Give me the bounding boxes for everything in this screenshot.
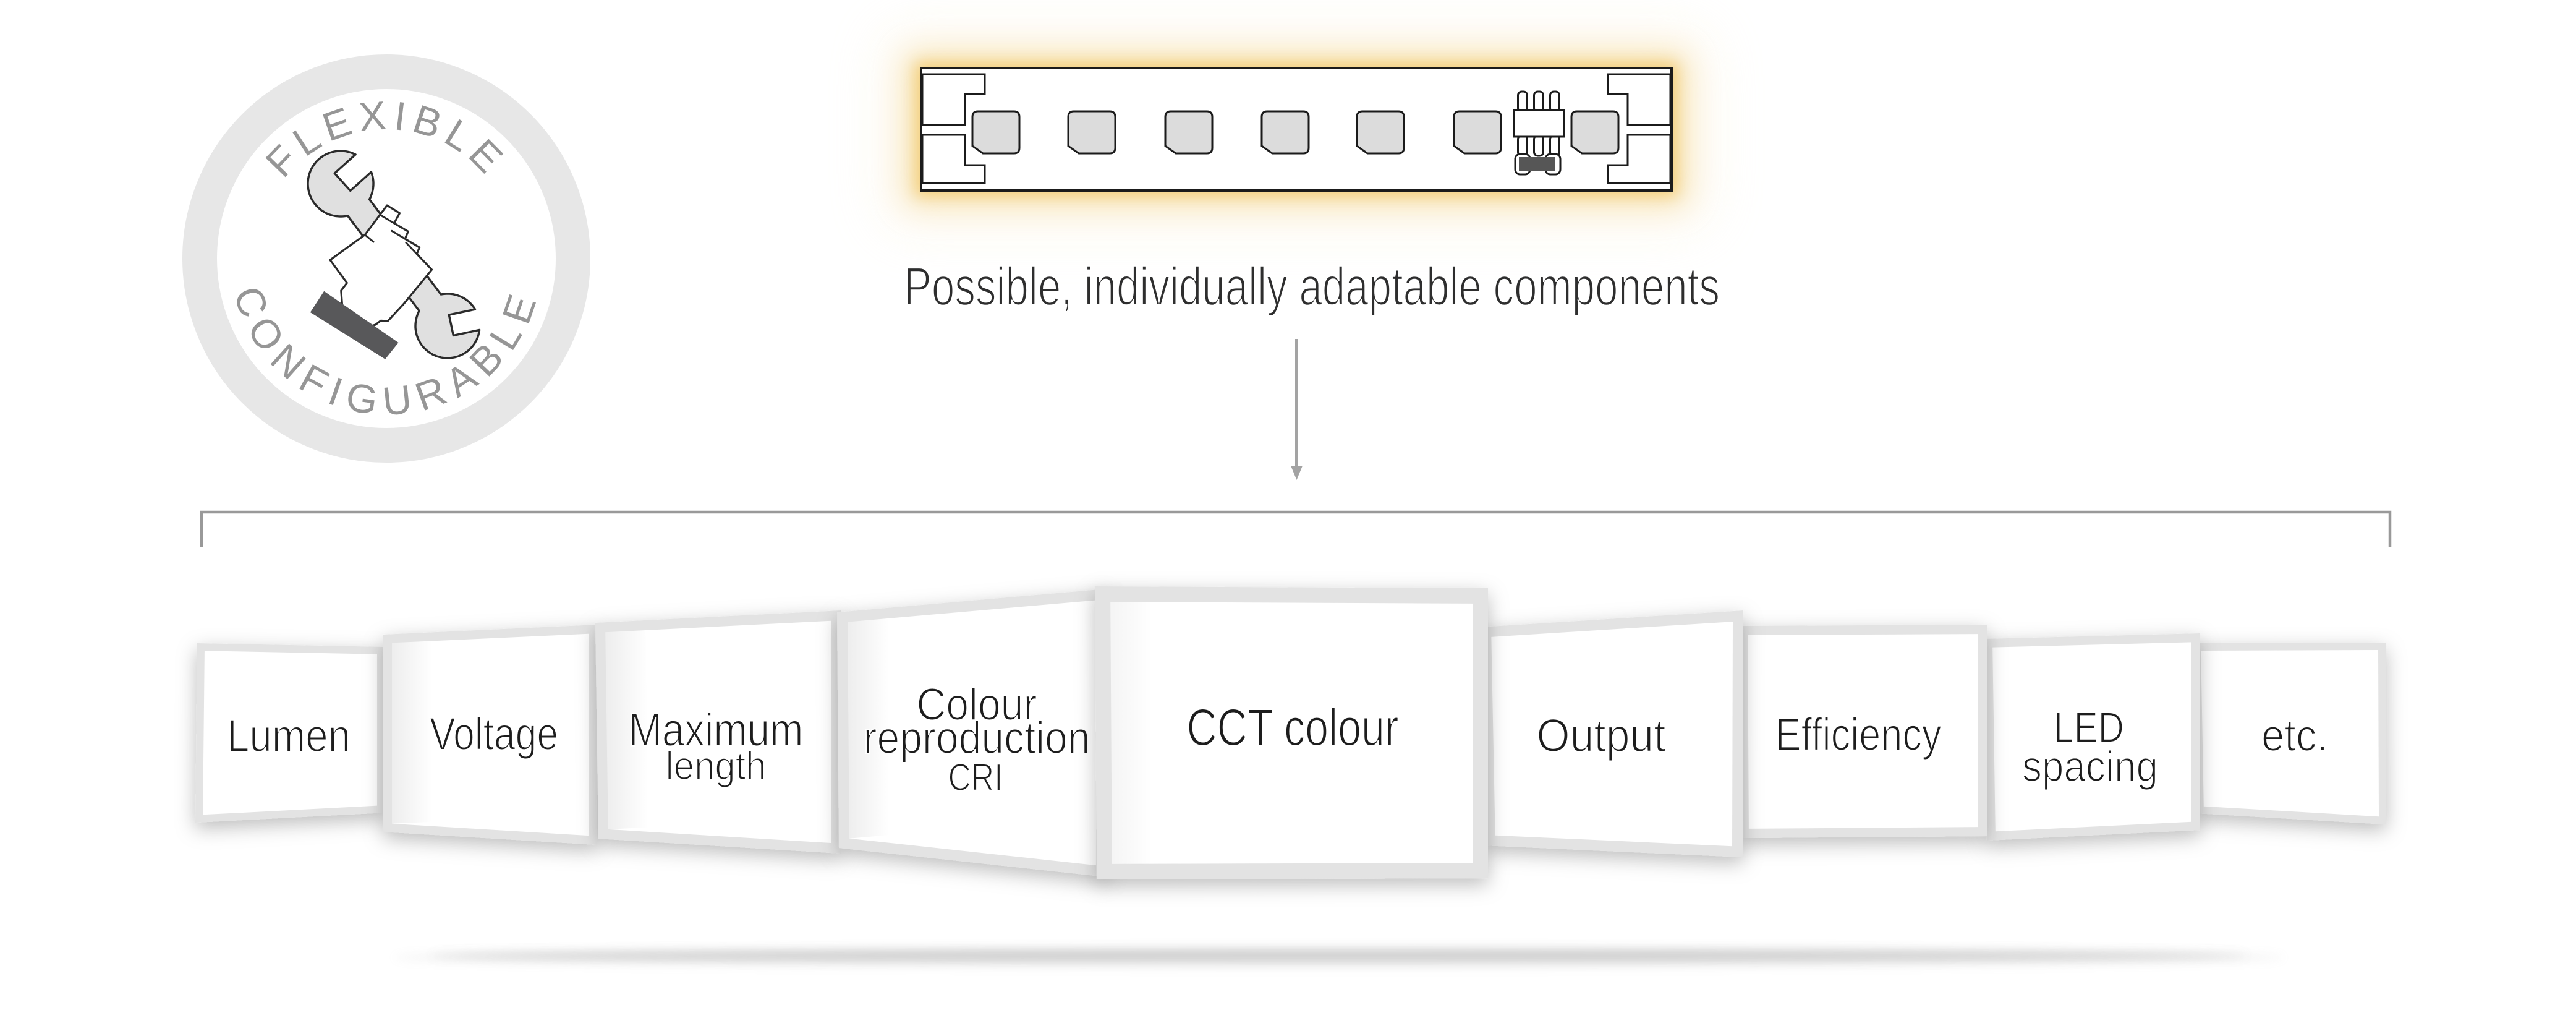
- svg-text:length: length: [666, 743, 767, 788]
- svg-text:LED: LED: [2054, 703, 2124, 751]
- svg-text:CRI: CRI: [948, 756, 1003, 799]
- svg-text:Efficiency: Efficiency: [1775, 709, 1942, 760]
- svg-text:spacing: spacing: [2022, 742, 2158, 790]
- svg-text:Colour: Colour: [917, 680, 1037, 730]
- svg-text:etc.: etc.: [2261, 711, 2328, 761]
- svg-text:CCT colour: CCT colour: [1187, 698, 1399, 756]
- svg-text:reproduction: reproduction: [864, 713, 1090, 763]
- svg-text:Lumen: Lumen: [227, 710, 351, 761]
- svg-text:Voltage: Voltage: [430, 708, 558, 760]
- svg-text:Output: Output: [1537, 709, 1666, 761]
- svg-text:Maximum: Maximum: [629, 704, 804, 756]
- svg-text:Possible, individually adaptab: Possible, individually adaptable compone…: [904, 257, 1720, 317]
